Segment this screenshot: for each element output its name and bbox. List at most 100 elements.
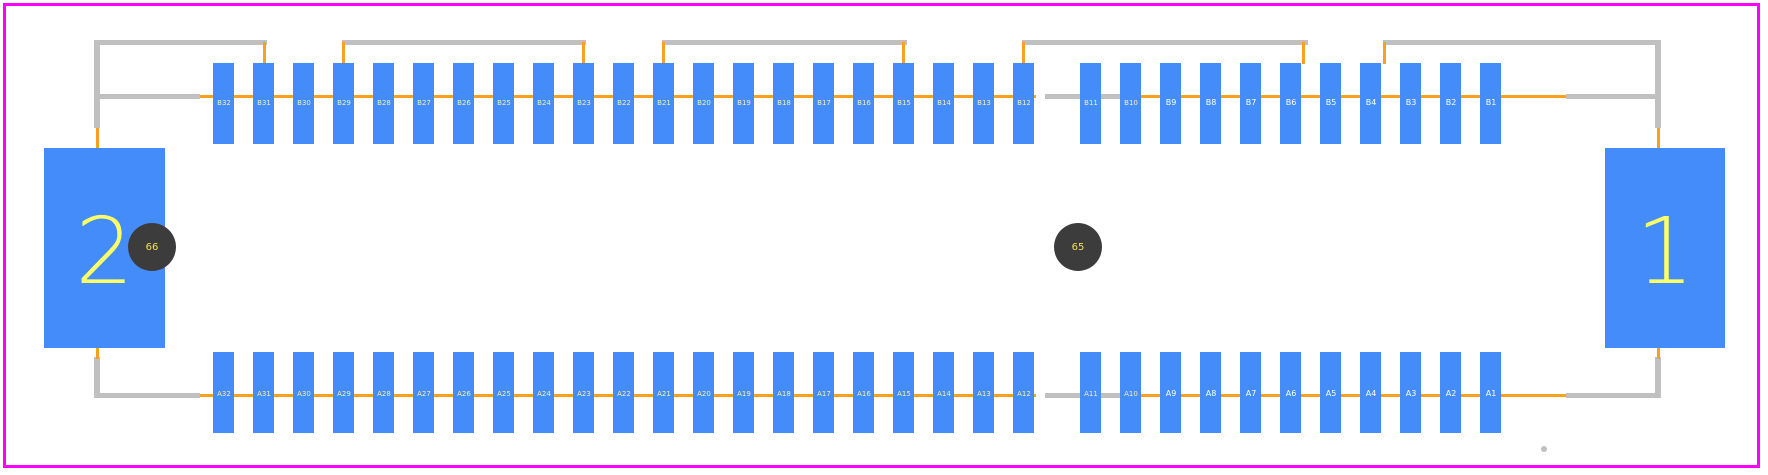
pad-a-A12 bbox=[1013, 352, 1034, 433]
silk-line bbox=[1566, 393, 1661, 398]
pad-a-A4 bbox=[1360, 352, 1381, 433]
pad-a-A23 bbox=[573, 352, 594, 433]
pad-b-B13 bbox=[973, 63, 994, 144]
pad-label: A9 bbox=[1165, 389, 1177, 398]
pad-b-B10 bbox=[1120, 63, 1141, 144]
pad-b-B8 bbox=[1200, 63, 1221, 144]
pad-label: B13 bbox=[977, 99, 991, 107]
pad-b-B21 bbox=[653, 63, 674, 144]
pad-a-A7 bbox=[1240, 352, 1261, 433]
pad-label: B4 bbox=[1365, 98, 1377, 107]
pad-a-A1 bbox=[1480, 352, 1501, 433]
pad-b-B27 bbox=[413, 63, 434, 144]
pad-label: A26 bbox=[457, 390, 471, 398]
silk-line bbox=[1383, 40, 1661, 45]
pad-a-A11 bbox=[1080, 352, 1101, 433]
pad-b-B23 bbox=[573, 63, 594, 144]
pad-label: A27 bbox=[417, 390, 431, 398]
pad-label: A6 bbox=[1285, 389, 1297, 398]
pad-a-A16 bbox=[853, 352, 874, 433]
pad-b-B25 bbox=[493, 63, 514, 144]
pad-b-B12 bbox=[1013, 63, 1034, 144]
pad-b-B31 bbox=[253, 63, 274, 144]
silk-line bbox=[94, 40, 100, 128]
silk-line bbox=[94, 40, 267, 45]
pad-a-A14 bbox=[933, 352, 954, 433]
pad-label: A19 bbox=[737, 390, 751, 398]
pad-label: B2 bbox=[1445, 98, 1457, 107]
pad-a-A22 bbox=[613, 352, 634, 433]
pad-label: B9 bbox=[1165, 98, 1177, 107]
pad-b-B17 bbox=[813, 63, 834, 144]
silk-line bbox=[94, 393, 200, 398]
pad-label: B24 bbox=[537, 99, 551, 107]
pad-label: A16 bbox=[857, 390, 871, 398]
pad-label: A29 bbox=[337, 390, 351, 398]
mounting-hole-right bbox=[1054, 223, 1102, 271]
pad-label: A17 bbox=[817, 390, 831, 398]
silk-line bbox=[1566, 94, 1661, 99]
pad-label: A13 bbox=[977, 390, 991, 398]
pad-b-B2 bbox=[1440, 63, 1461, 144]
pad-b-B29 bbox=[333, 63, 354, 144]
trace-line bbox=[1022, 42, 1025, 64]
pad-label: A4 bbox=[1365, 389, 1377, 398]
silk-line bbox=[662, 40, 907, 45]
pad-label: B12 bbox=[1017, 99, 1031, 107]
pad-label: B14 bbox=[937, 99, 951, 107]
pad-a-A28 bbox=[373, 352, 394, 433]
pad-b-B18 bbox=[773, 63, 794, 144]
pad-label: B11 bbox=[1084, 99, 1098, 107]
pad-a-A19 bbox=[733, 352, 754, 433]
pad-b-B3 bbox=[1400, 63, 1421, 144]
pad-label: B31 bbox=[257, 99, 271, 107]
trace-line bbox=[263, 42, 266, 64]
pad-label: A8 bbox=[1205, 389, 1217, 398]
pad-b-B32 bbox=[213, 63, 234, 144]
pad-label: B30 bbox=[297, 99, 311, 107]
pad-label: A10 bbox=[1124, 390, 1138, 398]
pad-label: A25 bbox=[497, 390, 511, 398]
pad-label: A18 bbox=[777, 390, 791, 398]
pad-a-A13 bbox=[973, 352, 994, 433]
trace-line bbox=[1657, 128, 1660, 148]
pad-b-B14 bbox=[933, 63, 954, 144]
trace-line bbox=[662, 42, 665, 64]
trace-line bbox=[902, 42, 905, 64]
pad-a-A17 bbox=[813, 352, 834, 433]
pad-a-A21 bbox=[653, 352, 674, 433]
pad-label: B29 bbox=[337, 99, 351, 107]
pad-label: B21 bbox=[657, 99, 671, 107]
pad-label: A23 bbox=[577, 390, 591, 398]
pad-a-A20 bbox=[693, 352, 714, 433]
pad-a-A31 bbox=[253, 352, 274, 433]
pad-label: B17 bbox=[817, 99, 831, 107]
pad-b-B19 bbox=[733, 63, 754, 144]
pad-label: B25 bbox=[497, 99, 511, 107]
pad-a-A27 bbox=[413, 352, 434, 433]
pad-a-A32 bbox=[213, 352, 234, 433]
pad-label: B16 bbox=[857, 99, 871, 107]
pad-label: A31 bbox=[257, 390, 271, 398]
pad-label: A1 bbox=[1485, 389, 1497, 398]
pad-a-A6 bbox=[1280, 352, 1301, 433]
mounting-hole-left-label: 66 bbox=[145, 242, 159, 253]
pad-label: A3 bbox=[1405, 389, 1417, 398]
pad-label: A5 bbox=[1325, 389, 1337, 398]
pad-b-B6 bbox=[1280, 63, 1301, 144]
pad-label: B1 bbox=[1485, 98, 1497, 107]
pad-label: B22 bbox=[617, 99, 631, 107]
mounting-hole-left bbox=[128, 223, 176, 271]
pad-label: B20 bbox=[697, 99, 711, 107]
pad-label: B32 bbox=[217, 99, 231, 107]
trace-line bbox=[1302, 42, 1305, 64]
pad-a-A2 bbox=[1440, 352, 1461, 433]
pad-label: B8 bbox=[1205, 98, 1217, 107]
silk-line bbox=[1655, 357, 1661, 397]
trace-line bbox=[342, 42, 345, 64]
pad-b-B28 bbox=[373, 63, 394, 144]
mount-pad-left-label: 2 bbox=[75, 198, 134, 305]
pad-a-A26 bbox=[453, 352, 474, 433]
mount-pad-right-label: 1 bbox=[1635, 198, 1695, 305]
